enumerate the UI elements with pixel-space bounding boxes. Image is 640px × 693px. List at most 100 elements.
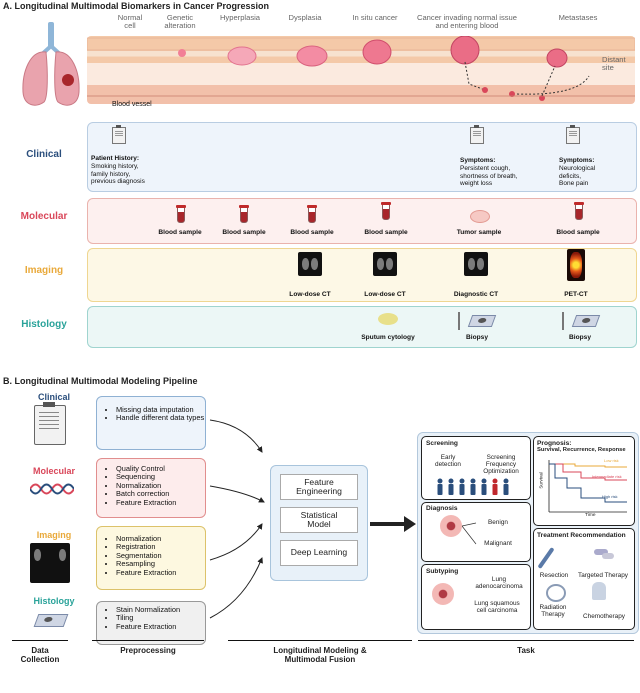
preprocess-step: Normalization bbox=[116, 534, 212, 543]
preprocess-step: Tiling bbox=[116, 613, 212, 622]
high-risk-label: High risk bbox=[602, 494, 618, 499]
people-icon bbox=[437, 478, 509, 495]
slide-icon bbox=[571, 315, 601, 327]
stage-hyperplasia: Hyperplasia bbox=[219, 13, 261, 22]
prognosis-title: Prognosis: bbox=[537, 440, 572, 447]
stage-dysplasia: Dysplasia bbox=[288, 13, 322, 22]
survival-curve-chart bbox=[548, 460, 627, 513]
symptoms-text-1: Persistent cough, shortness of breath, w… bbox=[460, 165, 518, 187]
prognosis-box bbox=[533, 436, 635, 526]
sputum-icon bbox=[378, 313, 398, 325]
preprocess-step: Feature Extraction bbox=[116, 622, 212, 631]
modality-label-imaging: Imaging bbox=[36, 530, 72, 540]
stage-invading: Cancer invading normal issue and enterin… bbox=[416, 13, 518, 30]
slide-icon bbox=[33, 614, 69, 627]
imaging-label: Imaging bbox=[24, 265, 64, 276]
tissue-band bbox=[87, 36, 635, 104]
modality-label-histology: Histology bbox=[33, 596, 75, 606]
histology-label: Histology bbox=[21, 319, 67, 330]
symptoms-title-2: Symptoms: bbox=[559, 157, 595, 164]
pills-icon bbox=[594, 547, 616, 561]
molecular-item: Tumor sample bbox=[456, 229, 502, 236]
diagnosis-malignant: Malignant bbox=[484, 540, 512, 547]
pipeline-arrows bbox=[209, 419, 265, 619]
survival-axis-label: Survival bbox=[538, 472, 544, 489]
ct-scan-image bbox=[464, 252, 488, 276]
progression-cells bbox=[87, 36, 635, 101]
molecular-row bbox=[87, 198, 637, 244]
radiation-machine-icon bbox=[546, 584, 566, 602]
histology-item: Biopsy bbox=[569, 334, 591, 341]
blood-tube-icon bbox=[574, 202, 584, 220]
histology-item: Biopsy bbox=[466, 334, 488, 341]
fusion-feature-engineering: Feature Engineering bbox=[280, 474, 358, 500]
diagnosis-title: Diagnosis bbox=[426, 505, 458, 512]
preprocess-box-clinical bbox=[96, 396, 206, 450]
imaging-item: PET-CT bbox=[564, 291, 588, 298]
histology-item: Sputum cytology bbox=[361, 334, 415, 341]
fusion-deep-learning: Deep Learning bbox=[280, 540, 358, 566]
clipboard-icon bbox=[34, 402, 66, 445]
molecular-item: Blood sample bbox=[222, 229, 266, 236]
patient-history-title: Patient History: bbox=[91, 155, 140, 162]
subtype-b: Lung squamous cell carcinoma bbox=[474, 600, 520, 615]
diagnosis-benign: Benign bbox=[488, 519, 508, 526]
screening-left: Early detection bbox=[435, 454, 461, 469]
section-a-title: A. Longitudinal Multimodal Biomarkers in… bbox=[3, 1, 270, 11]
pet-ct-image bbox=[567, 249, 585, 281]
footer-data-collection: Data Collection bbox=[20, 646, 60, 664]
preprocess-list-histology: Stain Normalization Tiling Feature Extra… bbox=[104, 605, 212, 631]
clipboard-icon bbox=[566, 125, 580, 144]
imaging-item: Low-dose CT bbox=[364, 291, 406, 298]
main-arrow-icon bbox=[370, 516, 416, 532]
preprocess-list-clinical: Missing data imputation Handle different… bbox=[104, 405, 212, 423]
preprocess-box-imaging bbox=[96, 526, 206, 590]
footer-underline bbox=[92, 640, 204, 641]
patient-icon bbox=[592, 582, 606, 600]
modality-label-clinical: Clinical bbox=[37, 392, 70, 402]
preprocess-step: Segmentation bbox=[116, 551, 212, 560]
low-risk-label: Low risk bbox=[604, 458, 619, 463]
imaging-item: Diagnostic CT bbox=[453, 291, 499, 298]
biopsy-needle-icon bbox=[458, 312, 460, 330]
slide-icon bbox=[467, 315, 497, 327]
blood-vessel-label: Blood vessel bbox=[112, 101, 152, 108]
preprocess-step: Stain Normalization bbox=[116, 605, 212, 614]
stage-in-situ: In situ cancer bbox=[352, 13, 398, 22]
blood-tube-icon bbox=[239, 205, 249, 223]
symptoms-text-2: Neurological deficits, Bone pain bbox=[559, 165, 596, 187]
blood-tube-icon bbox=[307, 205, 317, 223]
blood-tube-icon bbox=[381, 202, 391, 220]
histology-row bbox=[87, 306, 637, 348]
treatment-title: Treatment Recommendation bbox=[537, 532, 626, 539]
biopsy-needle-icon bbox=[562, 312, 564, 330]
preprocess-step: Registration bbox=[116, 542, 212, 551]
treatment-chemo: Chemotherapy bbox=[583, 613, 625, 620]
fusion-statistical-model: Statistical Model bbox=[280, 507, 358, 533]
screening-title: Screening bbox=[426, 440, 458, 447]
preprocess-step: Batch correction bbox=[116, 489, 212, 498]
footer-underline bbox=[12, 640, 68, 641]
treatment-targeted: Targeted Therapy bbox=[578, 572, 628, 579]
lungs-icon bbox=[22, 22, 80, 106]
molecular-item: Blood sample bbox=[290, 229, 334, 236]
preprocess-step: Handle different data types bbox=[116, 413, 212, 422]
preprocess-step: Missing data imputation bbox=[116, 405, 212, 414]
imaging-item: Low-dose CT bbox=[289, 291, 331, 298]
molecular-label: Molecular bbox=[20, 211, 68, 222]
cell-image bbox=[432, 583, 454, 605]
clipboard-icon bbox=[112, 125, 126, 144]
preprocess-list-imaging: Normalization Registration Segmentation … bbox=[104, 534, 212, 577]
clinical-row bbox=[87, 122, 637, 192]
preprocess-step: Quality Control bbox=[116, 464, 212, 473]
preprocess-step: Normalization bbox=[116, 481, 212, 490]
blood-tube-icon bbox=[176, 205, 186, 223]
dna-icon bbox=[30, 483, 74, 495]
preprocess-step: Feature Extraction bbox=[116, 498, 212, 507]
preprocess-step: Feature Extraction bbox=[116, 568, 212, 577]
diagnosis-box bbox=[421, 502, 531, 562]
footer-underline bbox=[418, 640, 634, 641]
screening-right: Screening Frequency Optimization bbox=[483, 454, 519, 476]
molecular-item: Blood sample bbox=[364, 229, 408, 236]
subtype-a: Lung adenocarcinoma bbox=[475, 576, 523, 591]
